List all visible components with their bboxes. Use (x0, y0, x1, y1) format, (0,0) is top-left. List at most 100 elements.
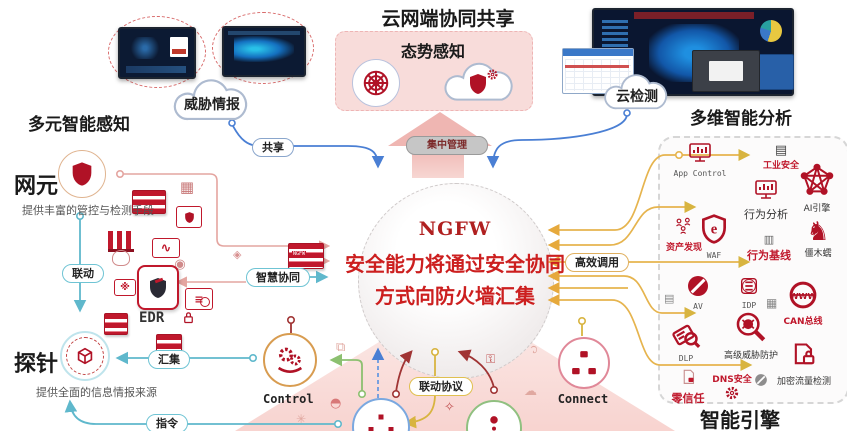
central-mgmt-pill: 集中管理 (406, 136, 488, 155)
screen-oval-left (108, 16, 206, 88)
doc-search-server-icon: ≡ (185, 288, 213, 310)
brain-icon (112, 250, 130, 266)
bat-decor-icon: ᭡ (530, 342, 539, 357)
edr-label: EDR (139, 310, 165, 326)
lock-icon (181, 310, 196, 329)
multi-sense-heading: 多元智能感知 (28, 115, 130, 135)
probe-heading: 探针 (14, 352, 59, 377)
behavior-analysis-icon (753, 178, 779, 202)
panel-item-waf: WAF (696, 211, 732, 260)
industrial-icon: ▤ (774, 143, 788, 158)
app-control-icon (688, 141, 712, 165)
monitor-decor-icon: ⧉ (336, 340, 346, 355)
blue-window (754, 54, 794, 90)
control-circle (263, 333, 317, 387)
ngfw-title: NGFW (418, 218, 492, 240)
threat-intel-cloud: 威胁情报 (158, 72, 266, 128)
efficient-call-pill: 高效调用 (565, 253, 629, 272)
shield-server-icon (176, 206, 202, 228)
slash-circle-icon (754, 372, 768, 391)
key-decor-icon: ⚿ (486, 352, 496, 366)
multi-analysis-heading: 多维智能分析 (690, 109, 792, 129)
server-decor-icon: ▦ (766, 296, 778, 310)
server-stack-icon (104, 313, 128, 335)
linkage-protocol-pill: 联动协议 (409, 377, 473, 396)
waf-icon (698, 211, 730, 247)
smart-collab-pill: 智慧协同 (246, 268, 310, 287)
ngfw-sphere (358, 183, 554, 379)
smart-engine-heading: 智能引擎 (700, 408, 780, 431)
endpoint-device-icon: ※ (114, 279, 136, 296)
dialog-window (692, 50, 760, 92)
linkage-protocol-label: 联动协议 (419, 380, 463, 393)
panel-item-behavior-baseline: ▥ 行为基线 (747, 233, 791, 262)
spider-decor-icon: ✳ (296, 412, 307, 426)
panel-item-trojan: ♞ 僵木蠕 (798, 218, 838, 259)
spreadsheet-window (562, 48, 634, 94)
linkage-pill: 联动 (62, 264, 104, 283)
panel-item-can-bus: CAN总线 (782, 280, 824, 327)
aggregate-pill: 汇集 (148, 350, 190, 369)
dlp-icon (669, 320, 703, 350)
threat-intel-label: 威胁情报 (184, 97, 240, 113)
panel-item-av: AV (678, 274, 718, 311)
central-mgmt-label: 集中管理 (427, 140, 467, 151)
command-pill: 指令 (146, 414, 188, 431)
panel-item-ai-engine: AI引擎 (796, 163, 838, 214)
linkage-label: 联动 (72, 267, 94, 280)
can-bus-icon (788, 280, 818, 310)
aggregate-label: 汇集 (158, 353, 180, 366)
share-label: 共享 (262, 141, 284, 154)
share-pill: 共享 (252, 138, 294, 157)
server-stack-icon (132, 190, 166, 214)
page-title: 云网端协同共享 (381, 8, 515, 30)
asset-discovery-icon (673, 216, 695, 236)
panel-item-dns-security: DNS安全 (710, 372, 754, 405)
printer-decor-icon: ▤ (664, 292, 675, 305)
advanced-threat-icon (734, 310, 768, 344)
panel-item-behavior-analysis: 行为分析 (740, 178, 792, 222)
idp-icon (738, 275, 760, 297)
connect-circle (558, 337, 610, 389)
tower-servers-icon (108, 231, 134, 252)
control-label: Control (263, 392, 314, 406)
encrypted-traffic-icon (790, 340, 818, 370)
av-icon (686, 274, 710, 298)
cloud-decor-icon: ☁ (524, 384, 537, 399)
ai-engine-icon (800, 163, 834, 197)
panel-item-encrypted-traffic: 加密流量检测 (772, 340, 836, 387)
probe-icon (60, 331, 110, 381)
panel-item-zero-trust: 零信任 (668, 368, 708, 406)
situational-cloud-icon (436, 56, 524, 108)
panel-item-dlp: DLP (664, 320, 708, 363)
threat-dashboard-screen-2 (222, 26, 306, 77)
fingerprint-icon: ◉ (174, 256, 186, 272)
connect-label: Connect (557, 392, 609, 406)
screen-oval-right (212, 12, 314, 84)
edr-shield-icon (137, 265, 179, 310)
situational-awareness-label: 态势感知 (400, 42, 465, 61)
ngfw-server-label: NGFW (292, 251, 307, 257)
efficient-call-label: 高效调用 (575, 256, 619, 269)
cloud-detect-label: 云检测 (616, 89, 658, 105)
center-message-line2: 方式向防火墙汇集 (375, 284, 535, 308)
probe-desc: 提供全面的信息情报来源 (36, 386, 157, 399)
smart-collab-label: 智慧协同 (256, 271, 300, 284)
panel-item-industrial: ▤ 工业安全 (762, 143, 799, 171)
cloud-detect-cloud: 云检测 (594, 68, 680, 116)
ngfw-server-icon: NGFW (288, 243, 324, 269)
behavior-baseline-icon: ▥ (763, 233, 775, 246)
diamond-decor-icon: ◈ (233, 248, 242, 261)
command-label: 指令 (156, 417, 178, 430)
mask-decor-icon: ◓ (330, 396, 342, 411)
zero-trust-icon (680, 368, 697, 386)
threat-dashboard-screen-1 (118, 27, 196, 79)
network-element-icon (58, 150, 106, 198)
wave-monitor-icon: ∿ (152, 238, 180, 258)
center-message-line1: 安全能力将通过安全协同 (345, 252, 565, 276)
network-element-desc: 提供丰富的管控与检测手段 (22, 204, 154, 217)
radar-icon (352, 59, 400, 107)
network-element-heading: 网元 (14, 174, 59, 199)
trojan-horse-icon: ♞ (806, 217, 830, 247)
